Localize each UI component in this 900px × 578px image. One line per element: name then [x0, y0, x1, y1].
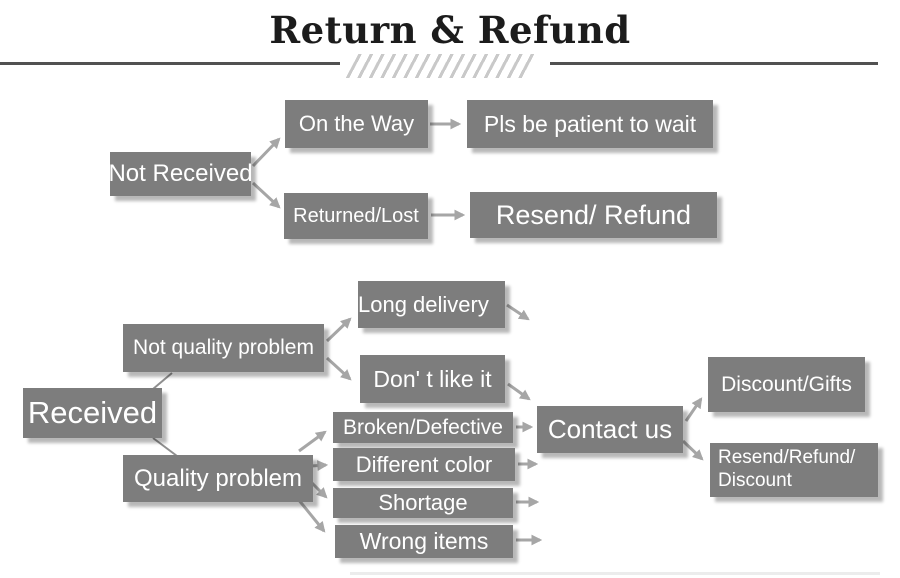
node-different-color: Different color: [333, 448, 515, 481]
edge-not-received-returned-lost: [251, 181, 281, 209]
page-title: Return & Refund: [269, 8, 631, 52]
node-on-the-way: On the Way: [285, 100, 428, 148]
node-long-delivery: Long delivery: [358, 281, 505, 328]
scan-artifact-line: [350, 572, 880, 575]
node-discount-gifts: Discount/Gifts: [708, 357, 865, 412]
edge-not-quality-problem-long-delivery: [325, 317, 352, 343]
node-resend-refund: Resend/ Refund: [470, 192, 717, 238]
node-received: Received: [23, 388, 162, 438]
edge-dont-like-it-contact-us: [507, 382, 531, 401]
edge-contact-us-discount-gifts: [684, 397, 703, 422]
divider-line-right: [550, 62, 878, 65]
node-contact-us: Contact us: [537, 406, 683, 453]
node-broken-defective: Broken/Defective: [333, 412, 513, 443]
edge-not-received-on-the-way: [251, 137, 281, 168]
node-wrong-items: Wrong items: [335, 525, 513, 558]
node-resend-refund-discount: Resend/Refund/ Discount: [710, 443, 878, 497]
edge-received-not-quality-problem: [152, 372, 173, 390]
edge-quality-problem-different-color: [310, 460, 329, 471]
node-pls-be-patient: Pls be patient to wait: [467, 100, 713, 148]
node-not-received: Not Received: [108, 152, 253, 196]
node-quality-problem: Quality problem: [123, 455, 313, 502]
edge-quality-problem-broken-defective: [298, 430, 327, 453]
edge-received-quality-problem: [152, 437, 178, 457]
edge-not-quality-problem-dont-like-it: [325, 356, 352, 381]
edge-long-delivery-out: [506, 303, 530, 321]
edge-quality-problem-shortage: [310, 481, 328, 499]
node-not-quality-problem: Not quality problem: [123, 324, 324, 372]
node-shortage: Shortage: [333, 488, 513, 518]
node-returned-lost: Returned/Lost: [284, 193, 428, 239]
divider-line-left: [0, 62, 340, 65]
node-dont-like-it: Don' t like it: [360, 355, 505, 403]
edge-quality-problem-wrong-items: [296, 498, 326, 533]
edge-contact-us-resend-refund-discount: [681, 439, 704, 461]
